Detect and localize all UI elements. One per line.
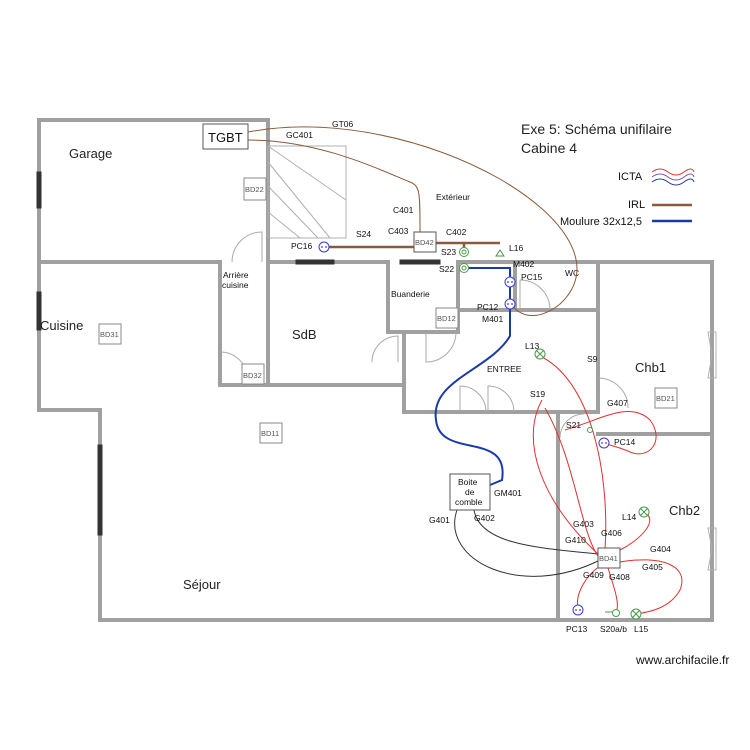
room-cuisine: Cuisine bbox=[40, 318, 83, 333]
box-bd22[interactable]: BD22 bbox=[243, 177, 267, 201]
device-s19: S19 bbox=[530, 389, 545, 399]
outlet-icon-pc16[interactable] bbox=[318, 241, 330, 253]
svg-text:comble: comble bbox=[455, 497, 483, 507]
black-cables bbox=[454, 509, 601, 577]
box-bd11[interactable]: BD11 bbox=[259, 422, 283, 444]
outlet-icon-pc12[interactable] bbox=[504, 298, 516, 310]
cable-m401: M401 bbox=[482, 314, 504, 324]
doors bbox=[219, 231, 629, 439]
cable-g406: G406 bbox=[601, 528, 622, 538]
device-s24: S24 bbox=[356, 229, 371, 239]
device-s21: S21 bbox=[566, 420, 581, 430]
stair-hatch bbox=[267, 145, 347, 239]
boite-de-comble[interactable]: Boite de comble bbox=[449, 473, 491, 511]
light-icon-l13[interactable] bbox=[534, 348, 546, 360]
device-s9: S9 bbox=[587, 354, 598, 364]
legend-icta-swatch bbox=[651, 168, 695, 176]
cable-gm401: GM401 bbox=[494, 488, 522, 498]
cable-g402: G402 bbox=[474, 513, 495, 523]
title-line-2: Cabine 4 bbox=[521, 140, 577, 156]
cable-gt06: GT06 bbox=[332, 119, 354, 129]
title-line-1: Exe 5: Schéma unifilaire bbox=[521, 121, 672, 137]
device-l16: L16 bbox=[509, 243, 523, 253]
room-entree: ENTREE bbox=[487, 364, 522, 374]
device-s22: S22 bbox=[439, 264, 454, 274]
device-pc15: PC15 bbox=[521, 272, 543, 282]
room-chb1: Chb1 bbox=[635, 360, 666, 375]
device-pc12: PC12 bbox=[477, 302, 499, 312]
box-bd32[interactable]: BD32 bbox=[241, 363, 265, 385]
svg-text:TGBT: TGBT bbox=[208, 130, 243, 145]
svg-text:Boite: Boite bbox=[458, 477, 478, 487]
svg-text:BD22: BD22 bbox=[245, 185, 264, 194]
windows bbox=[36, 171, 717, 571]
device-l13: L13 bbox=[525, 341, 539, 351]
svg-text:BD42: BD42 bbox=[415, 238, 434, 247]
svg-text:BD31: BD31 bbox=[100, 330, 119, 339]
legend-moulure-label: Moulure 32x12,5 bbox=[560, 216, 642, 228]
svg-text:BD21: BD21 bbox=[656, 394, 675, 403]
svg-text:BD11: BD11 bbox=[261, 429, 279, 438]
box-bd21[interactable]: BD21 bbox=[654, 387, 678, 409]
room-arriere-1: Arrière bbox=[223, 270, 249, 280]
cable-c403: C403 bbox=[388, 226, 409, 236]
device-l15: L15 bbox=[634, 624, 648, 634]
box-bd12[interactable]: BD12 bbox=[435, 307, 459, 329]
room-buanderie: Buanderie bbox=[391, 289, 430, 299]
box-bd42[interactable]: BD42 bbox=[413, 231, 437, 253]
cable-g403: G403 bbox=[573, 519, 594, 529]
room-sejour: Séjour bbox=[183, 577, 221, 592]
device-l14: L14 bbox=[622, 512, 636, 522]
svg-text:BD12: BD12 bbox=[437, 314, 456, 323]
switch-icon-s20ab[interactable] bbox=[605, 609, 620, 617]
light-icon-l14[interactable] bbox=[638, 506, 650, 518]
device-pc16: PC16 bbox=[291, 241, 313, 251]
room-sdb: SdB bbox=[292, 327, 317, 342]
svg-text:de: de bbox=[465, 487, 475, 497]
irl-cables bbox=[247, 126, 578, 316]
outlet-icon-pc15[interactable] bbox=[504, 276, 516, 288]
outlet-icon-pc14[interactable] bbox=[598, 437, 610, 449]
walls bbox=[37, 118, 714, 622]
light-icon-l15[interactable] bbox=[630, 608, 642, 620]
device-s23: S23 bbox=[441, 247, 456, 257]
switch-icon-s22[interactable] bbox=[459, 263, 469, 273]
cable-g408: G408 bbox=[609, 572, 630, 582]
box-bd41[interactable]: BD41 bbox=[597, 547, 621, 569]
device-pc13: PC13 bbox=[566, 624, 588, 634]
cable-g401: G401 bbox=[429, 515, 450, 525]
cable-m402: M402 bbox=[513, 259, 535, 269]
room-wc: WC bbox=[565, 268, 579, 278]
legend-irl-label: IRL bbox=[628, 199, 645, 211]
footer-credit: www.archifacile.fr bbox=[635, 653, 729, 667]
tgbt-box[interactable]: TGBT bbox=[202, 123, 249, 150]
legend: ICTA IRL Moulure 32x12,5 bbox=[560, 168, 695, 228]
cable-g407: G407 bbox=[607, 398, 628, 408]
svg-text:BD41: BD41 bbox=[599, 554, 618, 563]
switch-icon-s23[interactable] bbox=[459, 247, 469, 257]
svg-text:BD32: BD32 bbox=[243, 371, 262, 380]
box-bd31[interactable]: BD31 bbox=[98, 323, 122, 345]
legend-icta-label: ICTA bbox=[618, 171, 643, 183]
moulure-cables bbox=[434, 267, 511, 486]
room-garage: Garage bbox=[69, 146, 112, 161]
cable-g409: G409 bbox=[583, 570, 604, 580]
cable-c401: C401 bbox=[393, 205, 414, 215]
cable-g405: G405 bbox=[642, 562, 663, 572]
device-s20ab: S20a/b bbox=[600, 624, 627, 634]
room-exterieur: Extérieur bbox=[436, 192, 470, 202]
cable-c402: C402 bbox=[446, 227, 467, 237]
switch-icon-s21[interactable] bbox=[587, 427, 593, 433]
room-arriere-2: cuisine bbox=[222, 280, 249, 290]
device-pc14: PC14 bbox=[614, 437, 636, 447]
outlet-icon-pc13[interactable] bbox=[572, 604, 584, 616]
cable-g404: G404 bbox=[650, 544, 671, 554]
cable-g410: G410 bbox=[565, 535, 586, 545]
cable-gc401: GC401 bbox=[286, 130, 313, 140]
room-chb2: Chb2 bbox=[669, 503, 700, 518]
light-icon-l16[interactable] bbox=[495, 249, 505, 257]
